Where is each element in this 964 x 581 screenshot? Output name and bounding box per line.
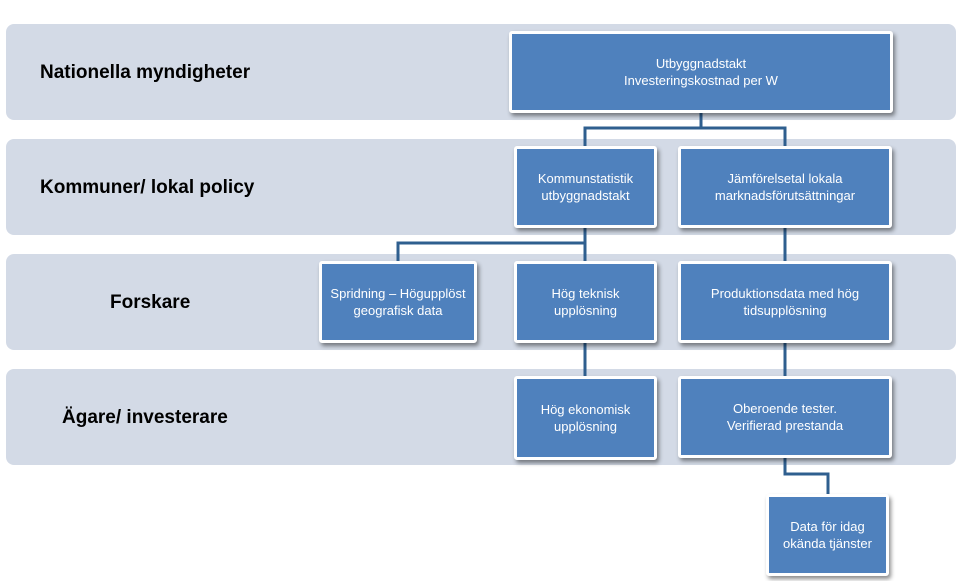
node-jamforelsetal-line2: marknadsförutsättningar [714, 188, 856, 203]
node-jamforelsetal-line1: Jämförelsetal lokala [727, 171, 843, 186]
node-produktionsdata: Produktionsdata med hög tidsupplösning [678, 261, 892, 343]
node-produktionsdata-line1: Produktionsdata med hög [710, 286, 860, 301]
row-label-nationella: Nationella myndigheter [40, 62, 251, 83]
row-label-forskare: Forskare [110, 292, 191, 313]
node-jamforelsetal: Jämförelsetal lokala marknadsförutsättni… [678, 146, 892, 228]
node-hog-ekonomisk-line2: upplösning [554, 419, 617, 434]
node-hog-ekonomisk-line1: Hög ekonomisk [540, 402, 631, 417]
node-data-for-idag-line1: Data för idag [790, 519, 865, 534]
node-data-for-idag-line2: okända tjänster [783, 536, 872, 551]
node-oberoende-tester: Oberoende tester. Verifierad prestanda [678, 376, 892, 458]
node-oberoende-tester-line2: Verifierad prestanda [726, 418, 844, 433]
row-label-kommuner: Kommuner/ lokal policy [40, 177, 255, 198]
node-produktionsdata-line2: tidsupplösning [743, 303, 827, 318]
node-spridning-line2: geografisk data [353, 303, 443, 318]
node-spridning: Spridning – Högupplöst geografisk data [319, 261, 477, 343]
node-oberoende-tester-line1: Oberoende tester. [732, 401, 838, 416]
node-hog-ekonomisk: Hög ekonomisk upplösning [514, 376, 657, 460]
node-hog-teknisk-line1: Hög teknisk [551, 286, 620, 301]
node-utbyggnadstakt-line2: Investeringskostnad per W [624, 73, 778, 88]
node-utbyggnadstakt-line1: Utbyggnadstakt [655, 56, 747, 71]
node-hog-teknisk: Hög teknisk upplösning [514, 261, 657, 343]
node-utbyggnadstakt: Utbyggnadstakt Investeringskostnad per W [509, 31, 893, 113]
node-data-for-idag: Data för idag okända tjänster [766, 494, 889, 576]
node-kommunstatistik-line2: utbyggnadstakt [541, 188, 630, 203]
node-kommunstatistik-line1: Kommunstatistik [537, 171, 634, 186]
node-hog-teknisk-line2: upplösning [554, 303, 617, 318]
row-label-agare: Ägare/ investerare [62, 407, 228, 428]
node-spridning-line1: Spridning – Högupplöst [330, 286, 466, 301]
node-kommunstatistik: Kommunstatistik utbyggnadstakt [514, 146, 657, 228]
